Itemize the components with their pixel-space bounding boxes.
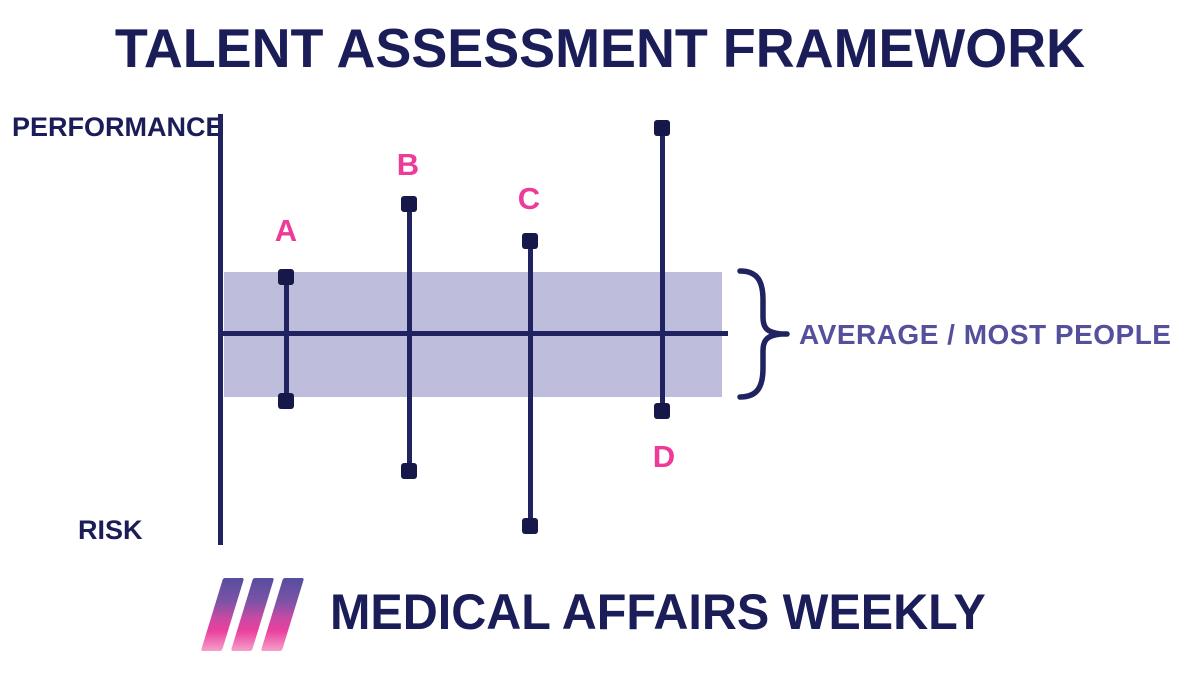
range-line-d — [659, 128, 665, 411]
range-low-marker-b — [401, 463, 417, 479]
range-label-c: C — [517, 181, 541, 216]
range-low-marker-d — [654, 403, 670, 419]
range-label-d: D — [652, 439, 676, 474]
range-high-marker-c — [522, 233, 538, 249]
range-line-b — [406, 204, 412, 471]
range-label-b: B — [396, 147, 420, 182]
range-line-c — [527, 241, 533, 526]
range-low-marker-a — [278, 393, 294, 409]
range-low-marker-c — [522, 518, 538, 534]
average-band-label: AVERAGE / MOST PEOPLE — [799, 319, 1172, 350]
axis-label-risk: RISK — [78, 515, 143, 545]
average-midline — [218, 331, 728, 336]
range-high-marker-a — [278, 269, 294, 285]
brace-icon — [737, 268, 790, 400]
y-axis-line — [218, 114, 223, 545]
axis-label-performance: PERFORMANCE — [12, 112, 224, 142]
range-line-a — [283, 277, 289, 401]
range-high-marker-b — [401, 196, 417, 212]
brand-name: MEDICAL AFFAIRS WEEKLY — [330, 584, 986, 640]
brand-logo-stripes-icon — [200, 578, 305, 651]
page-title: TALENT ASSESSMENT FRAMEWORK — [114, 17, 1086, 79]
range-label-a: A — [274, 213, 298, 248]
range-high-marker-d — [654, 120, 670, 136]
